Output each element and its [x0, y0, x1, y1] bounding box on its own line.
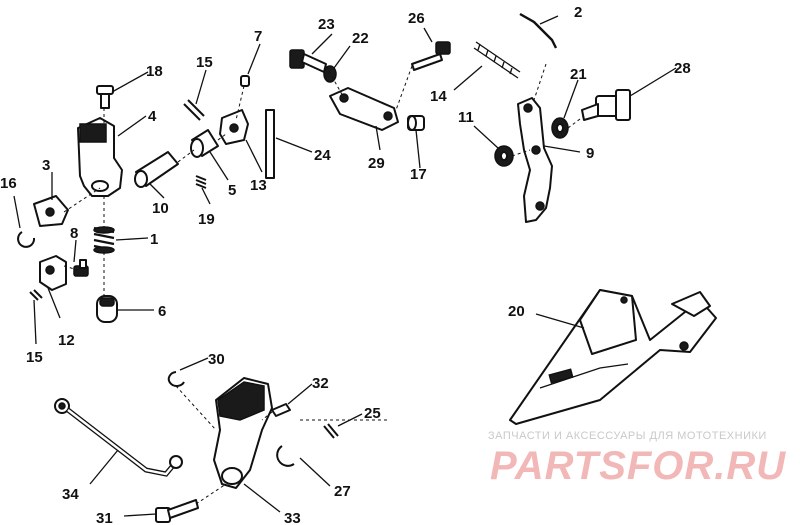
part-15-cotter-pin-lower — [29, 289, 43, 301]
part-25-cotter-pin — [323, 423, 339, 439]
callout-28: 28 — [674, 60, 691, 77]
callout-labels: 1 2 3 4 5 6 7 8 9 10 11 12 13 14 15 15 1… — [0, 4, 691, 525]
part-12-link-block — [39, 255, 67, 291]
part-3-clip — [33, 195, 69, 227]
callout-21: 21 — [570, 66, 587, 83]
callout-27: 27 — [334, 483, 351, 500]
callout-32: 32 — [312, 375, 329, 392]
callout-13: 13 — [250, 177, 267, 194]
callout-3: 3 — [42, 157, 50, 174]
callout-19: 19 — [198, 211, 215, 228]
part-27-clip — [276, 445, 295, 467]
callout-18: 18 — [146, 63, 163, 80]
part-8-small-bolt — [73, 259, 89, 277]
callout-17: 17 — [410, 166, 427, 183]
callout-20: 20 — [508, 303, 525, 320]
part-20-tray-bracket — [509, 289, 717, 425]
part-31-bolt — [155, 499, 199, 523]
callout-15b: 15 — [26, 349, 43, 366]
part-34-shift-rod — [54, 398, 183, 477]
part-16-ring — [17, 231, 36, 248]
part-21-washer — [551, 117, 569, 139]
callout-leader-lines — [13, 15, 677, 517]
part-7-small-screw — [240, 75, 250, 87]
callout-6: 6 — [158, 303, 166, 320]
part-15-cotter-pin-upper — [183, 99, 205, 121]
callout-16: 16 — [0, 175, 17, 192]
part-29-plate — [329, 87, 399, 131]
callout-34: 34 — [62, 486, 79, 503]
callout-15a: 15 — [196, 54, 213, 71]
part-5-bushing — [190, 129, 219, 158]
part-17-sleeve — [407, 115, 425, 131]
callout-33: 33 — [284, 510, 301, 525]
callout-30: 30 — [208, 351, 225, 368]
callout-11: 11 — [458, 109, 474, 126]
part-28-bolt — [581, 89, 631, 121]
part-9-shift-lever — [517, 97, 553, 223]
part-11-nut — [494, 145, 514, 167]
callout-2: 2 — [574, 4, 582, 21]
part-10-tube — [134, 151, 179, 188]
callout-12: 12 — [58, 332, 75, 349]
callout-26: 26 — [408, 10, 425, 27]
part-30-ring — [167, 371, 185, 387]
part-26-long-bolt — [411, 41, 451, 71]
callout-29: 29 — [368, 155, 385, 172]
callout-1: 1 — [150, 231, 158, 248]
callout-25: 25 — [364, 405, 381, 422]
part-13-lever-bracket — [219, 109, 249, 145]
part-23-bolt — [289, 49, 327, 73]
callout-31: 31 — [96, 510, 113, 525]
part-19-small-spring — [195, 175, 207, 189]
callout-7: 7 — [254, 28, 262, 45]
callout-5: 5 — [228, 182, 236, 199]
callout-10: 10 — [152, 200, 169, 217]
callout-24: 24 — [314, 147, 331, 164]
callout-22: 22 — [352, 30, 369, 47]
assembly-dashed-lines — [63, 63, 585, 505]
watermark-caption: ЗАПЧАСТИ И АКСЕССУАРЫ ДЛЯ МОТОТЕХНИКИ — [488, 430, 767, 442]
part-4-bracket-housing — [77, 117, 123, 197]
watermark-logo: PARTSFOR.RU — [490, 444, 787, 488]
callout-8: 8 — [70, 225, 78, 242]
callout-14: 14 — [430, 88, 447, 105]
part-14-spring — [473, 41, 521, 79]
part-2-rod — [519, 12, 558, 49]
part-24-pin-rod — [265, 109, 275, 179]
part-6-cap — [96, 295, 118, 323]
part-33-lever-assembly — [213, 377, 273, 489]
callout-9: 9 — [586, 145, 594, 162]
part-1-spring — [93, 226, 115, 254]
callout-4: 4 — [148, 108, 157, 125]
callout-23: 23 — [318, 16, 335, 33]
part-18-screw — [96, 85, 114, 109]
part-32-pin — [271, 403, 291, 417]
